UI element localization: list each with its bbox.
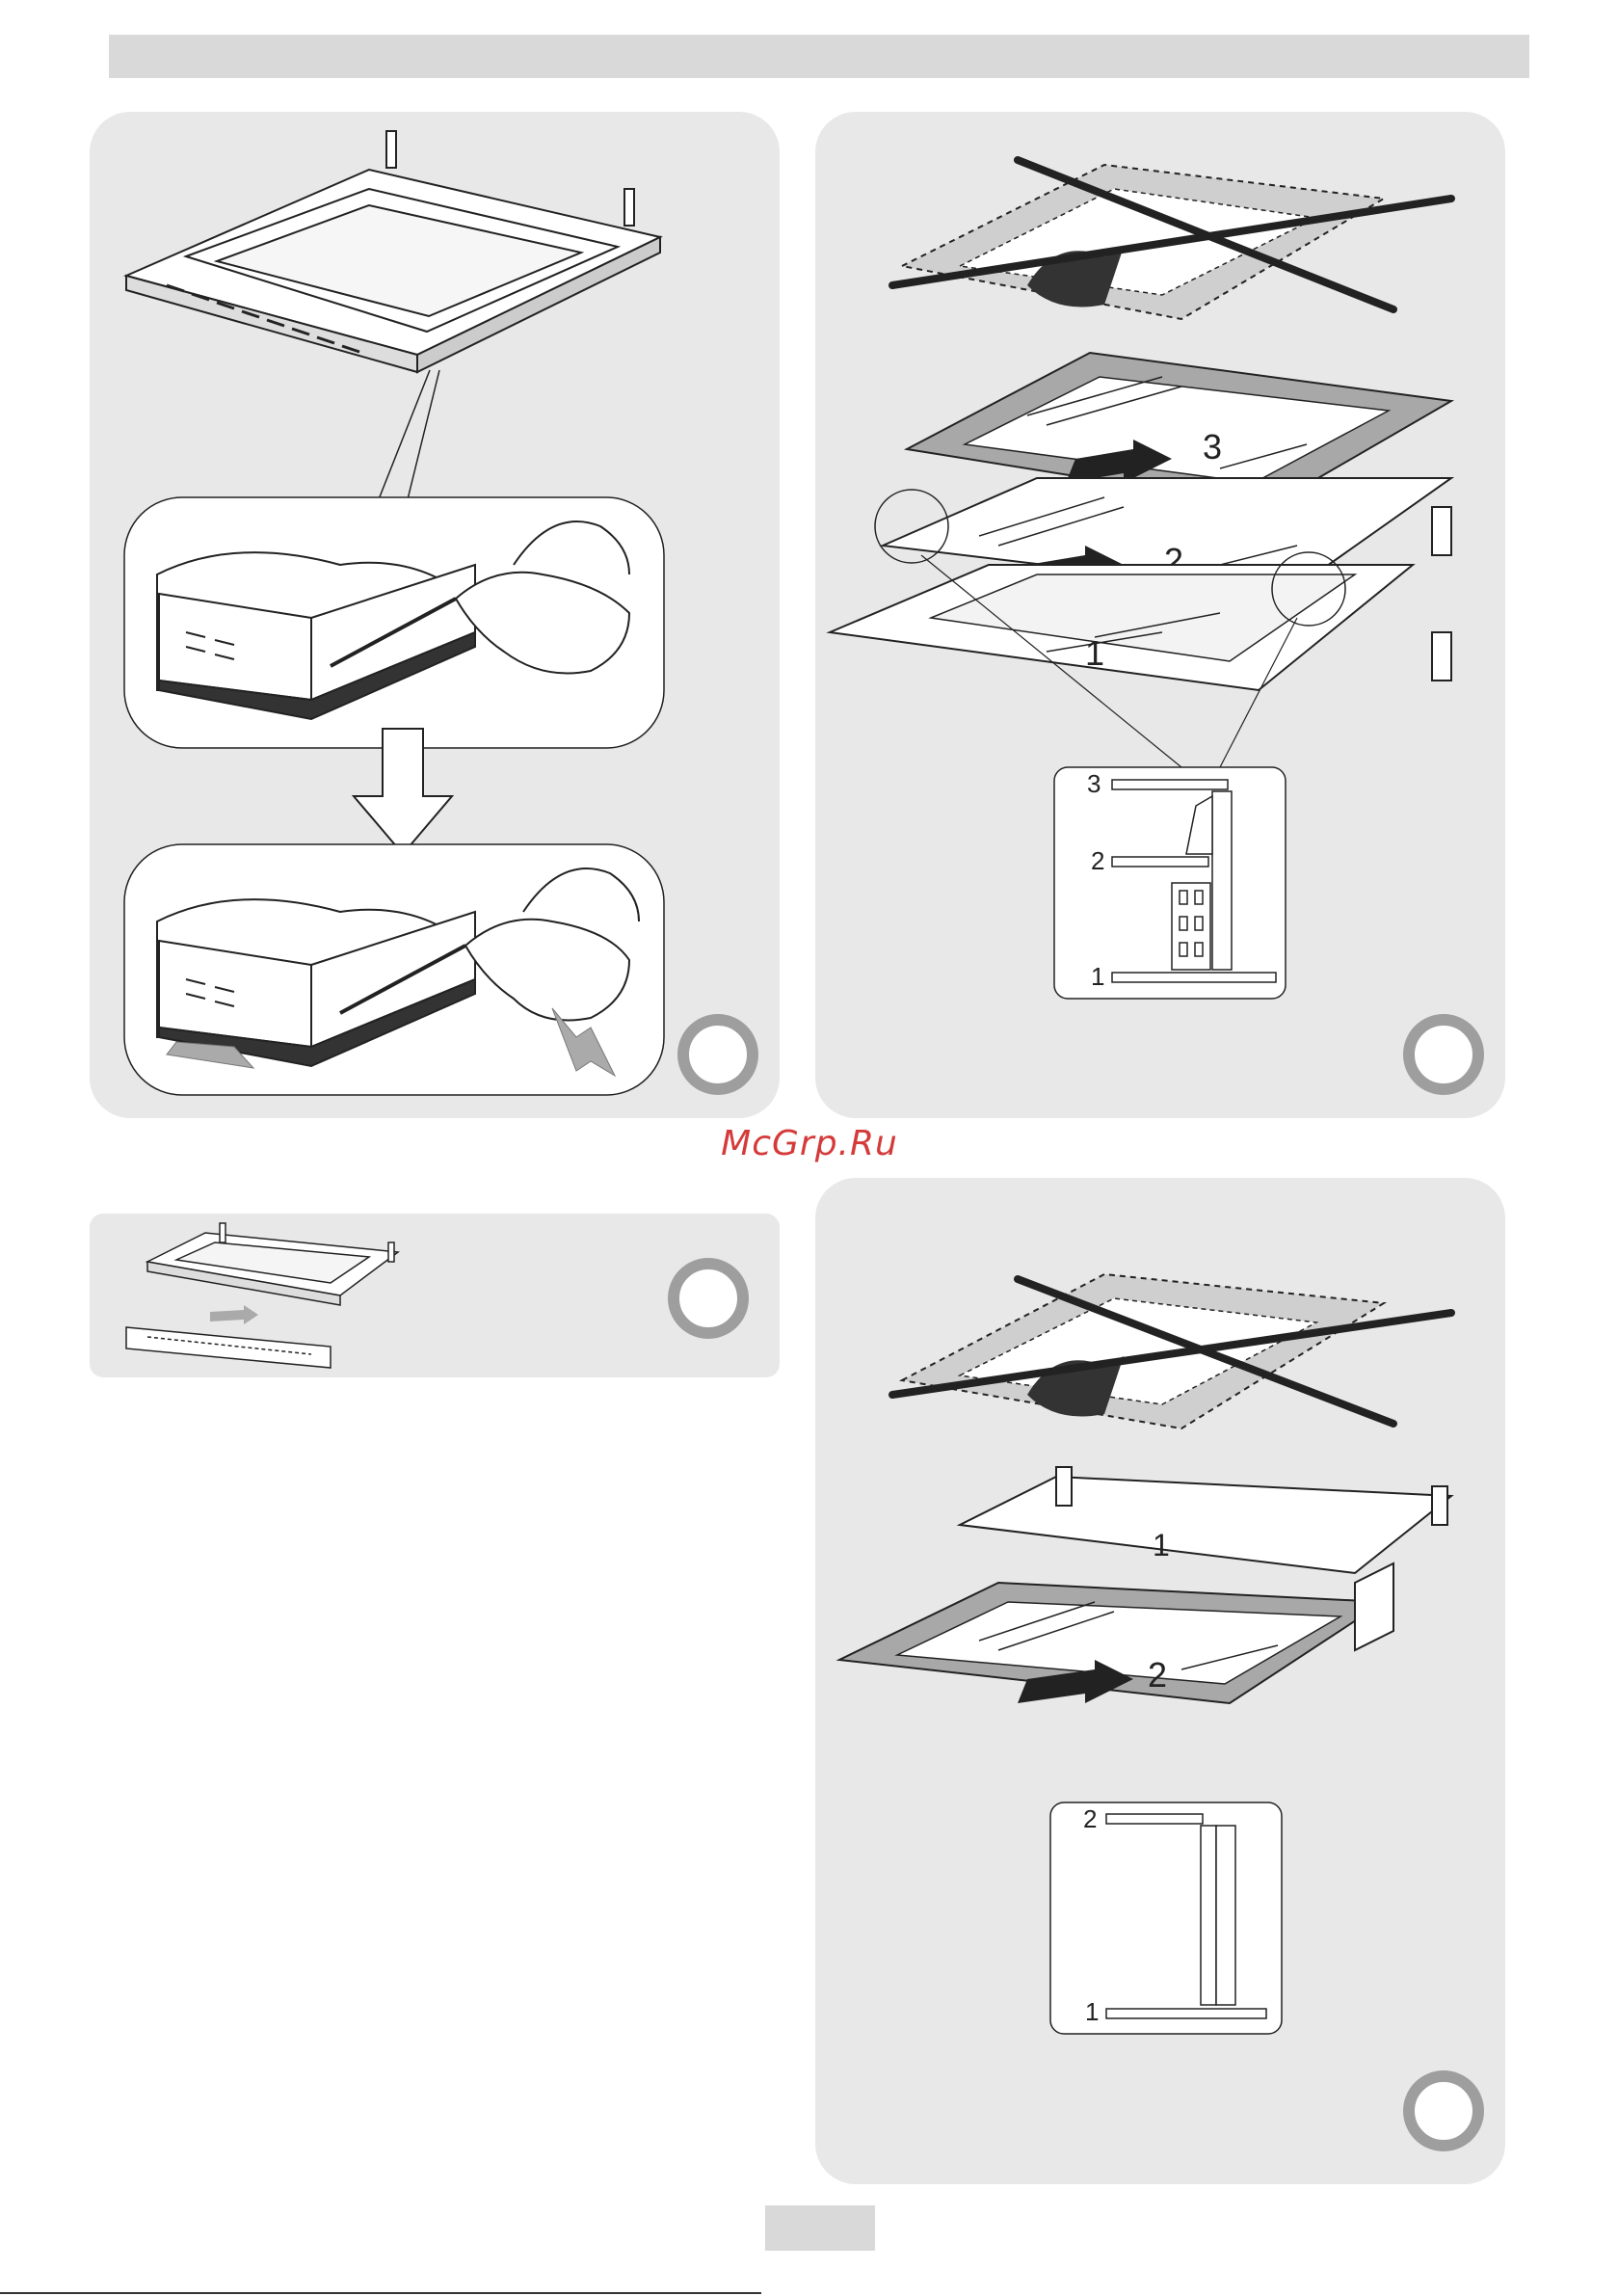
detail-label-2: 2: [1083, 1804, 1097, 1833]
door-screwdriver-illustration: [90, 112, 780, 1118]
panel-door-screwdriver: [90, 112, 780, 1118]
glass-label-1: 1: [1153, 1528, 1170, 1562]
detail-label-3: 3: [1087, 769, 1101, 798]
glass-label-2: 2: [1148, 1655, 1167, 1695]
step-ring: [1409, 1020, 1478, 1089]
arrow-left-small: [210, 1305, 258, 1324]
step-ring: [674, 1264, 743, 1333]
detail-label-2: 2: [1091, 846, 1104, 875]
watermark: McGrp.Ru: [540, 1124, 1079, 1163]
step-ring: [1409, 2076, 1478, 2146]
step-ring: [683, 1020, 753, 1089]
wrong-glass-crossed: [892, 1274, 1451, 1428]
glass-layers-illustration: 3 2 1: [815, 112, 1505, 1118]
footer-rule: [0, 2292, 761, 2294]
detail-box-3-layers: [1054, 767, 1286, 999]
detail-label-1: 1: [1091, 962, 1104, 991]
remove-strip-illustration: [90, 1214, 780, 1377]
panel-glass-layers-2: 1 2 2 1: [815, 1178, 1505, 2184]
glass-label-3: 3: [1203, 427, 1222, 467]
oven-door-illustration: [126, 131, 660, 372]
panel-glass-layers-3: 3 2 1: [815, 112, 1505, 1118]
page-number-box: [765, 2205, 875, 2251]
panel-remove-strip: [90, 1214, 780, 1377]
door-frame-1: [960, 1477, 1451, 1573]
wrong-glass-crossed: [892, 160, 1451, 319]
detail-label-1: 1: [1085, 1997, 1099, 2026]
glass-layers-2-illustration: 1 2 2 1: [815, 1178, 1505, 2184]
header-bar: [109, 35, 1529, 78]
glass-label-1: 1: [1085, 633, 1104, 673]
